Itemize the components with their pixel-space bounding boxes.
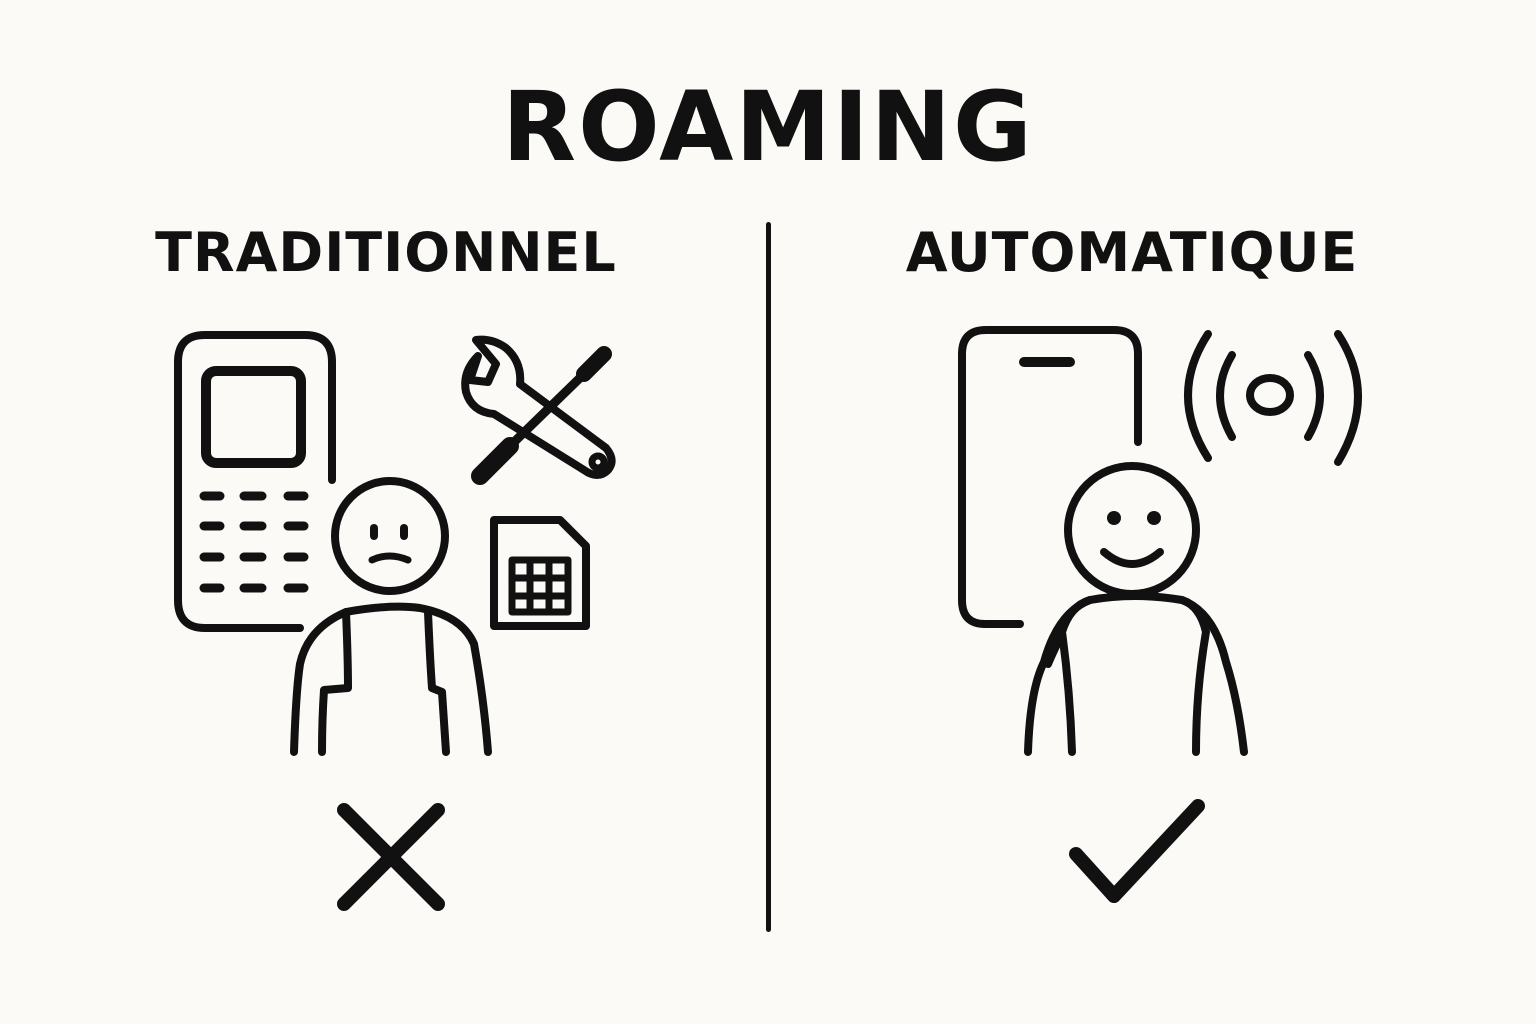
check-mark-icon <box>1069 799 1205 903</box>
happy-person-icon <box>1024 462 1248 756</box>
automatic-heading: AUTOMATIQUE <box>905 221 1359 284</box>
sad-person-icon <box>290 477 492 756</box>
cross-mark-icon <box>337 803 445 911</box>
center-divider <box>766 222 771 932</box>
feature-phone-icon <box>174 331 336 632</box>
page-title: ROAMING <box>502 71 1034 183</box>
wrench-screwdriver-icon <box>461 335 616 485</box>
smartphone-icon <box>958 326 1142 628</box>
sim-card-icon <box>490 516 590 630</box>
wireless-signal-icon <box>1184 330 1362 466</box>
traditional-heading: TRADITIONNEL <box>155 221 617 284</box>
